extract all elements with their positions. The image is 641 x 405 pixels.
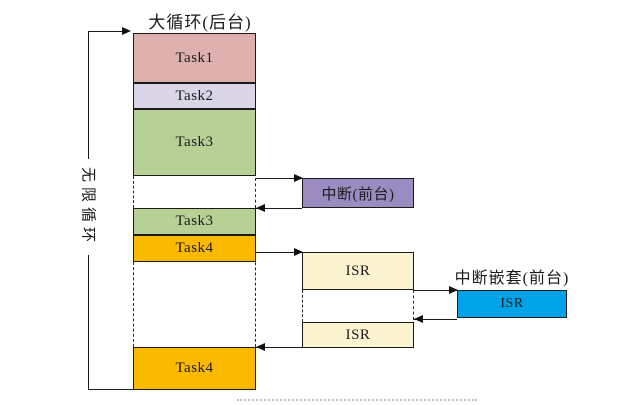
interrupt-return-arrowhead-icon	[256, 204, 265, 212]
gap1-left-dashed-line	[133, 176, 134, 208]
isr-return-to-task4-line	[256, 347, 302, 348]
nested-interrupt-title: 中断嵌套(前台)	[454, 270, 570, 287]
loop-bottom-line	[88, 389, 134, 390]
task3-to-interrupt-line	[256, 178, 302, 179]
gap2-left-dashed-line	[133, 262, 134, 347]
isr1-block: ISR	[302, 252, 414, 290]
gap1-right-dashed-line	[255, 178, 256, 208]
interrupt-label: 中断(前台)	[321, 186, 395, 203]
isr-gap-left-dashed-line	[302, 290, 303, 322]
gap2-right-dashed-line	[255, 252, 256, 347]
task3-resume-label: Task3	[175, 213, 214, 229]
task3-resume-block: Task3	[133, 208, 256, 235]
isr-to-nested-isr-line	[414, 290, 457, 291]
task4-resume-label: Task4	[175, 360, 214, 376]
task4-label: Task4	[175, 240, 214, 256]
isr2-label: ISR	[345, 326, 371, 343]
isr-to-nested-isr-arrowhead-icon	[449, 286, 458, 294]
task2-label: Task2	[175, 87, 214, 104]
nested-isr-block: ISR	[457, 290, 567, 318]
interrupt-block: 中断(前台)	[302, 178, 414, 208]
interrupt-return-line	[256, 208, 302, 209]
task4-resume-block: Task4	[133, 347, 256, 390]
task4-to-isr-line	[256, 252, 302, 253]
task4-to-isr-arrowhead-icon	[294, 248, 303, 256]
task1-label: Task1	[175, 49, 214, 66]
nested-isr-return-line	[414, 319, 457, 320]
task1-block: Task1	[133, 33, 256, 83]
nested-isr-return-arrowhead-icon	[414, 315, 423, 323]
isr1-label: ISR	[345, 262, 371, 279]
isr-return-to-task4-arrowhead-icon	[256, 343, 265, 351]
loop-arrowhead-icon	[122, 27, 131, 35]
cropped-caption-fragment	[237, 399, 477, 401]
isr2-block: ISR	[302, 322, 414, 348]
infinite-loop-label: 无限循环	[78, 158, 100, 256]
task3-label: Task3	[175, 134, 214, 150]
isr-gap-right-dashed-line	[413, 290, 414, 320]
task4-block: Task4	[133, 235, 256, 262]
nested-isr-label: ISR	[500, 296, 524, 311]
task3-block: Task3	[133, 109, 256, 176]
task3-to-interrupt-arrowhead-icon	[294, 174, 303, 182]
loop-top-line	[88, 31, 128, 32]
background-loop-title: 大循环(后台)	[148, 13, 252, 32]
task2-block: Task2	[133, 83, 256, 109]
